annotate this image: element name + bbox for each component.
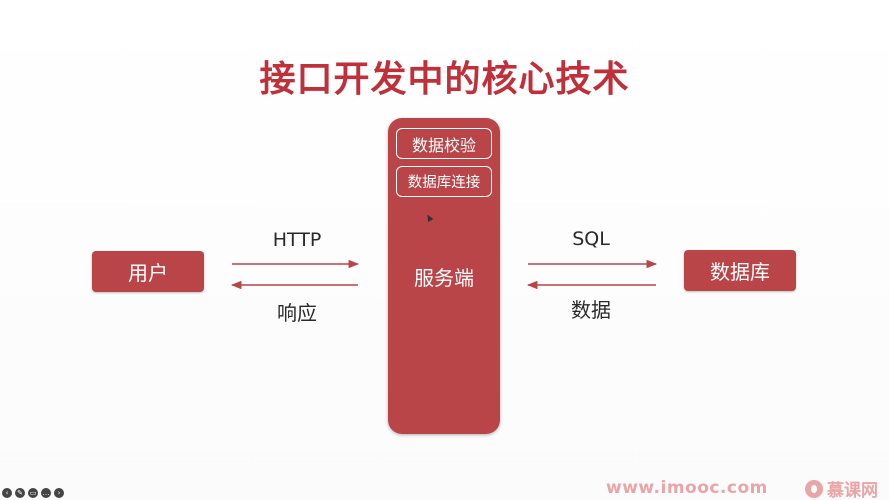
prev-icon[interactable]: ‹ — [2, 488, 12, 498]
db-connection-module: 数据库连接 — [396, 166, 492, 197]
data-validation-module: 数据校验 — [396, 128, 492, 159]
database-node: 数据库 — [684, 250, 796, 291]
sql-label: SQL — [572, 228, 610, 250]
server-node: 数据校验 数据库连接 服务端 — [388, 118, 500, 434]
captions-icon[interactable]: ▭ — [28, 488, 38, 498]
http-label: HTTP — [272, 229, 322, 251]
server-label: 服务端 — [414, 266, 474, 290]
slideshow-toolbar: ‹ ✎ ▭ … › — [2, 488, 64, 498]
pen-icon[interactable]: ✎ — [15, 488, 25, 498]
flame-logo-icon — [805, 479, 823, 498]
watermark-brand-text: 慕课网 — [827, 481, 878, 500]
more-icon[interactable]: … — [41, 488, 51, 498]
response-label: 响应 — [277, 301, 317, 325]
data-label: 数据 — [571, 298, 611, 322]
user-node: 用户 — [92, 251, 204, 292]
next-icon[interactable]: › — [54, 488, 64, 498]
slide-title: 接口开发中的核心技术 — [259, 59, 630, 100]
watermark-brand: 慕课网 — [805, 476, 878, 500]
watermark-url: www.imooc.com — [606, 478, 768, 498]
